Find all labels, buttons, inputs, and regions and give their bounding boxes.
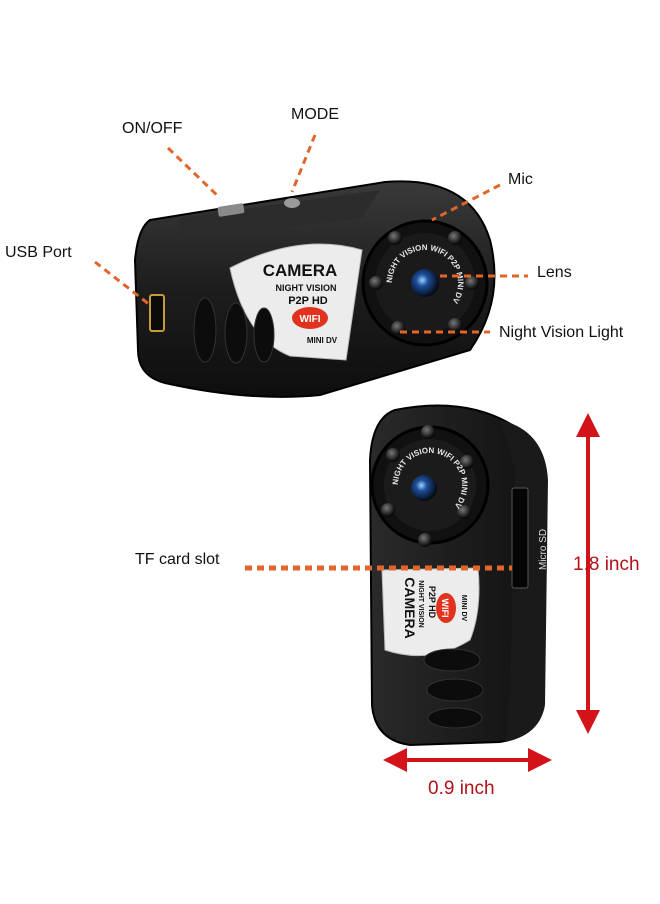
top-wifi-text: WIFI xyxy=(299,314,320,325)
bottom-label-brand: CAMERA xyxy=(402,577,418,638)
bottom-label-line3: MINI DV xyxy=(460,595,467,622)
top-label-line3: MINI DV xyxy=(307,336,338,345)
grip-oval xyxy=(423,648,481,672)
bottom-wifi-text: WIFI xyxy=(440,599,450,618)
bottom-label-group: CAMERA NIGHT VISION P2P HD WIFI MINI DV xyxy=(402,577,467,638)
led xyxy=(448,231,462,245)
top-wifi-badge xyxy=(292,307,328,329)
led xyxy=(386,448,400,462)
leader-mode xyxy=(290,134,317,193)
grip-oval xyxy=(426,678,484,702)
usb-port xyxy=(149,294,165,332)
bottom-label-line1: NIGHT VISION xyxy=(417,580,424,627)
top-label-line1: NIGHT VISION xyxy=(275,283,336,293)
callout-night-vision-light: Night Vision Light xyxy=(499,324,624,341)
height-dimension-label: 1.8 inch xyxy=(573,554,640,575)
camera-top-view: CAMERA NIGHT VISION P2P HD WIFI MINI DV … xyxy=(133,180,496,398)
leader-on-off xyxy=(166,146,222,200)
camera-top-face xyxy=(178,190,380,240)
leader-mic xyxy=(431,183,501,222)
grip-oval xyxy=(427,707,483,729)
micro-sd-slot xyxy=(511,487,529,589)
mode-button xyxy=(284,198,300,208)
led xyxy=(457,505,471,519)
led xyxy=(465,276,479,290)
camera-bottom-label-panel xyxy=(381,567,480,657)
callout-on-off: ON/OFF xyxy=(122,120,183,137)
callout-tf-card-slot: TF card slot xyxy=(135,551,220,568)
led xyxy=(460,455,474,469)
callout-usb-port: USB Port xyxy=(5,244,72,261)
led xyxy=(421,425,435,439)
bottom-lens xyxy=(411,475,437,501)
top-label-brand: CAMERA xyxy=(263,261,338,280)
grip-oval xyxy=(253,307,275,363)
width-dimension-label: 0.9 inch xyxy=(428,778,495,799)
bottom-wifi-badge xyxy=(436,593,456,623)
top-lens xyxy=(411,269,439,297)
led xyxy=(388,231,402,245)
grip-oval xyxy=(193,297,217,363)
grip-oval xyxy=(224,302,248,364)
on-off-switch xyxy=(217,203,245,217)
top-label-line2: P2P HD xyxy=(288,295,328,307)
led xyxy=(381,503,395,517)
led xyxy=(448,318,462,332)
leader-lines xyxy=(94,134,528,571)
callout-mode: MODE xyxy=(291,106,339,123)
callout-lens: Lens xyxy=(537,264,572,281)
micro-sd-label: Micro SD xyxy=(538,529,549,570)
camera-bottom-view: Micro SD NIGHT VISION WIFI P2P MINI DV C… xyxy=(368,404,549,747)
led xyxy=(369,276,383,290)
callout-mic: Mic xyxy=(508,171,533,188)
led xyxy=(418,533,432,547)
bottom-label-line2: P2P HD xyxy=(427,586,437,619)
